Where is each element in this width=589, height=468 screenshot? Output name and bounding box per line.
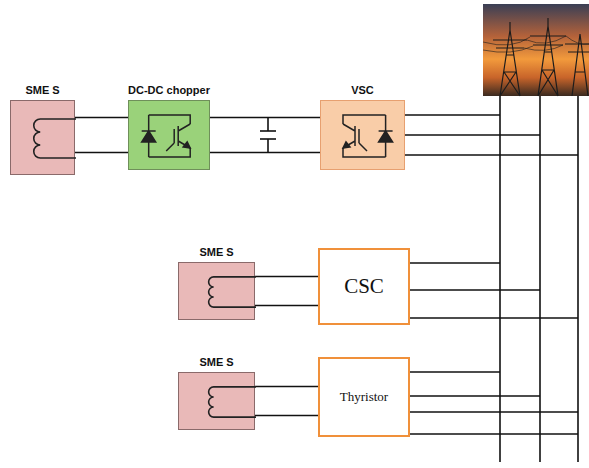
smes-coil-box: [178, 262, 255, 320]
transistor-symbol: [343, 124, 367, 151]
tower-silhouettes: [483, 18, 589, 96]
tower: [493, 22, 527, 96]
converter-label: CSC: [344, 274, 384, 299]
phase-wire: [410, 395, 540, 397]
inductor-symbol: [209, 277, 256, 307]
emitter-arrow: [183, 142, 190, 148]
inductor-symbol: [209, 387, 256, 417]
component-heading: SME S: [25, 83, 59, 97]
capacitor-lead: [267, 118, 269, 132]
diode-symbol: [142, 131, 156, 142]
inductor-symbol: [34, 119, 76, 158]
phase-wire: [405, 154, 578, 156]
smes-coil-node: SME S: [178, 245, 255, 320]
phase-wire: [410, 317, 578, 319]
smes-coil-box: [10, 100, 75, 175]
bus-line: [577, 96, 579, 462]
box-symbol: [321, 101, 406, 171]
dc-link-capacitor: [260, 118, 276, 153]
photo-sky: [483, 4, 589, 96]
switch-wiring: [149, 115, 191, 157]
power-line-photo: [483, 4, 589, 96]
csc-node: CSC: [318, 248, 410, 325]
switch-wiring: [343, 115, 386, 157]
dc-connection: [255, 387, 318, 416]
smes-coil-box: [178, 372, 255, 430]
bus-line: [499, 96, 501, 462]
igbt-diode-symbol: [343, 115, 393, 157]
box-symbol: [179, 373, 256, 431]
converter-label: Thyristor: [340, 389, 388, 405]
box-symbol: [179, 263, 256, 321]
phase-wire: [410, 262, 500, 264]
grid-bus: [405, 96, 578, 462]
power-cables: [483, 36, 589, 52]
diode-symbol: [379, 131, 393, 142]
phase-wire: [405, 134, 540, 136]
transistor-symbol: [166, 124, 190, 151]
smes-coil-node: SME S: [178, 355, 255, 430]
box-symbol: [129, 101, 211, 171]
emitter-arrow: [343, 142, 350, 148]
thyristor-box: Thyristor: [318, 357, 410, 437]
csc-box: CSC: [318, 248, 410, 325]
igbt-diode-symbol: [142, 115, 191, 157]
dc-connection: [75, 118, 128, 153]
phase-wire: [410, 289, 540, 291]
dc-dc-chopper-node: DC-DC chopper: [128, 83, 210, 170]
phase-wire: [405, 114, 500, 116]
component-heading: DC-DC chopper: [128, 83, 210, 97]
tower: [530, 18, 566, 96]
tower: [565, 34, 589, 96]
dc-dc-chopper-box: [128, 100, 210, 170]
vsc-box: [320, 100, 405, 170]
dc-connection: [210, 118, 320, 153]
component-heading: SME S: [199, 355, 233, 369]
capacitor-lead: [267, 139, 269, 153]
vsc-node: VSC: [320, 83, 405, 170]
component-heading: VSC: [351, 83, 374, 97]
phase-wire: [410, 433, 578, 435]
thyristor-node: Thyristor: [318, 357, 410, 437]
smes-coil-node: SME S: [10, 83, 75, 175]
box-symbol: [11, 101, 76, 176]
dc-connection: [255, 277, 318, 306]
capacitor-plate: [260, 130, 276, 132]
phase-wire: [410, 411, 578, 413]
component-heading: SME S: [199, 245, 233, 259]
bus-line: [539, 96, 541, 462]
phase-wire: [410, 371, 500, 373]
